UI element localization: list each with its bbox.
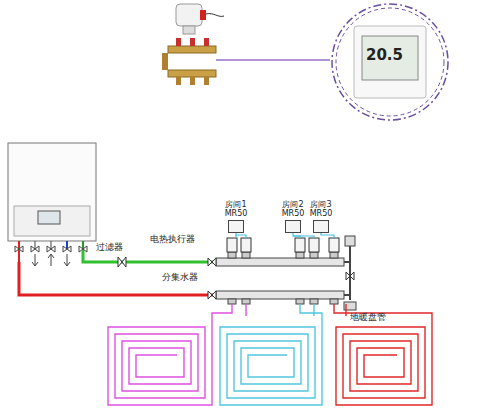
manifold (208, 236, 356, 310)
room-thermostat: 房间2MR50 (282, 200, 305, 233)
thermostat-wires (236, 233, 334, 238)
room-thermostat: 房间1MR50 (225, 200, 248, 233)
actuator-picture (176, 4, 224, 34)
model-number: MR50 (282, 209, 305, 218)
thermostat-icon (228, 220, 244, 233)
heating-coil (334, 304, 432, 405)
filter-symbol (118, 257, 126, 267)
thermostat-display (362, 36, 418, 80)
signal-line (216, 59, 330, 61)
thermostat-icon (285, 220, 301, 233)
coil-return (245, 304, 246, 316)
heating-coil (220, 304, 322, 405)
coil-return (313, 304, 314, 316)
manifold-picture (162, 38, 216, 85)
room-name: 房间3 (310, 200, 331, 209)
thermostat-picture (354, 26, 426, 98)
room-name: 房间2 (282, 200, 303, 209)
dashed-circle (332, 4, 448, 120)
boiler-valves (15, 241, 87, 272)
model-number: MR50 (310, 209, 333, 218)
display-reading: 20.5 (366, 46, 403, 64)
electric-actuators (227, 238, 339, 252)
heating-coil (108, 304, 232, 405)
part-label: 地暖盘管 (350, 312, 386, 322)
part-label: 电热执行器 (150, 234, 195, 244)
room-name: 房间1 (225, 200, 246, 209)
boiler (8, 143, 96, 241)
coil-return (345, 304, 346, 316)
dashed-circle (336, 8, 444, 116)
thermostat-icon (313, 220, 329, 233)
model-number: MR50 (225, 209, 248, 218)
part-label: 过滤器 (96, 242, 123, 252)
room-thermostat: 房间3MR50 (310, 200, 333, 233)
floor-heating-loops (108, 304, 432, 405)
part-label: 分集水器 (162, 272, 198, 282)
